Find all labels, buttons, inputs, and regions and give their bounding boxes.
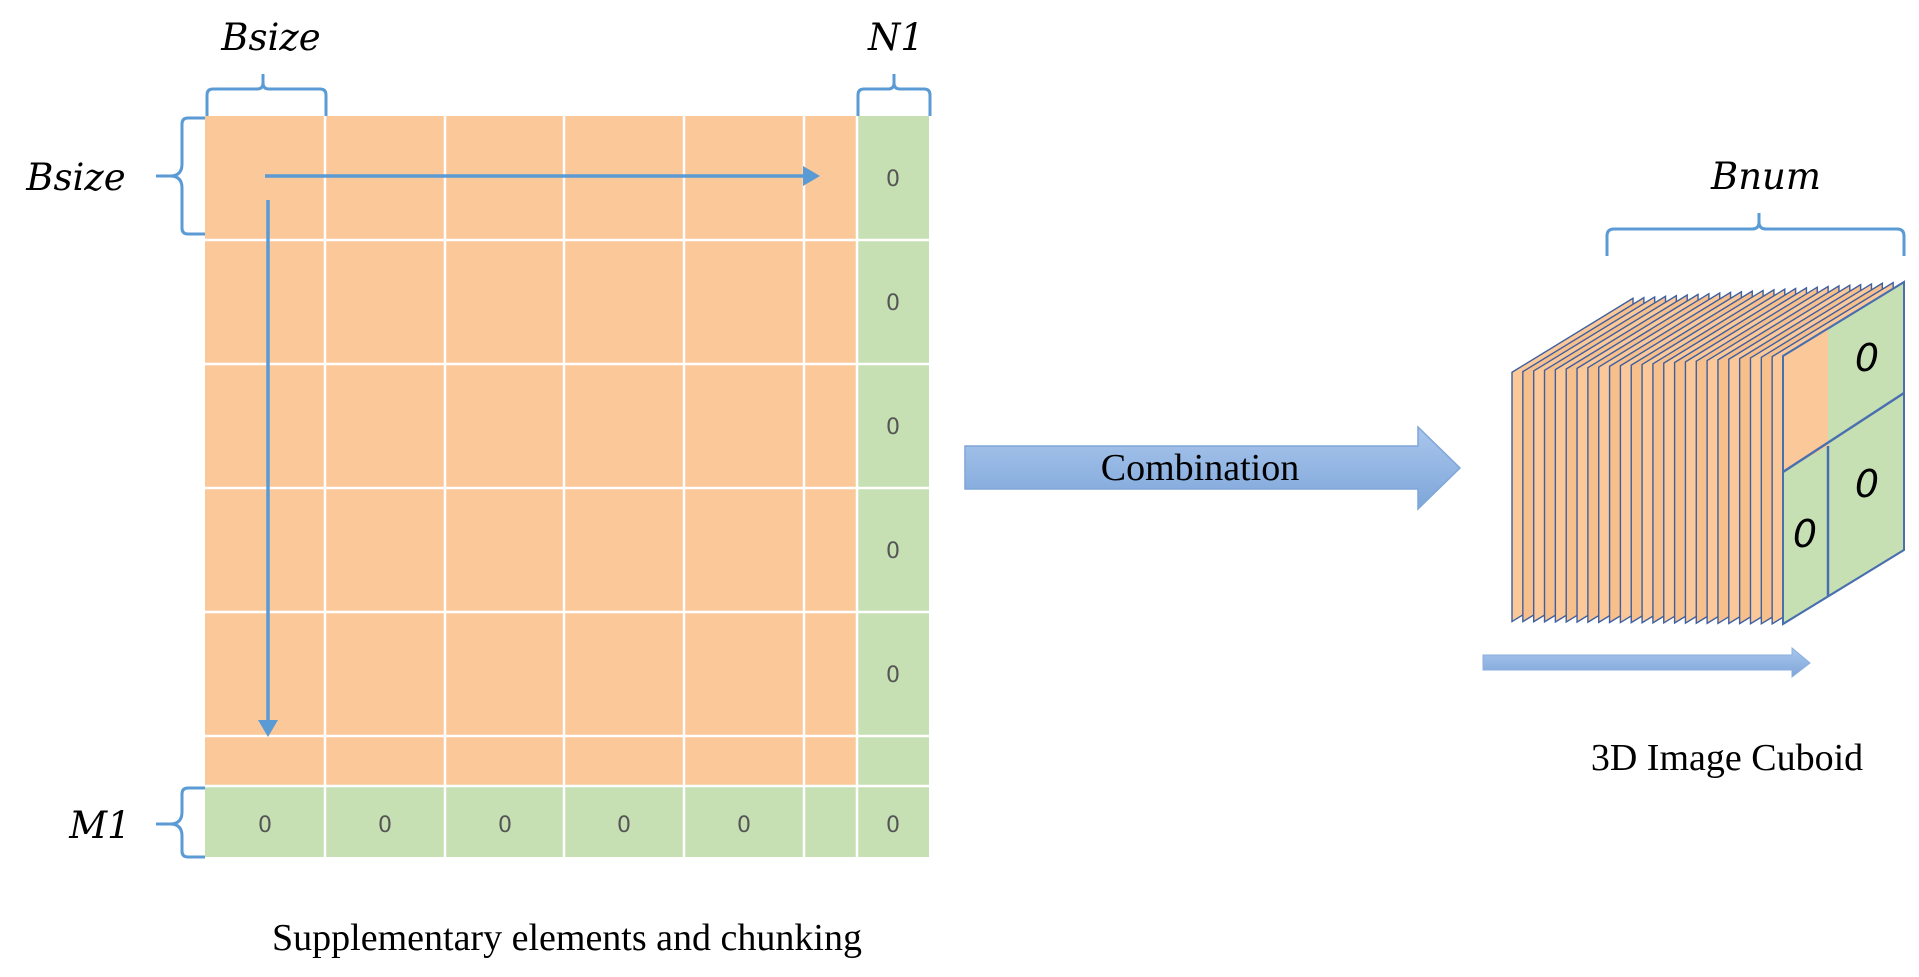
m1-brace [156, 786, 205, 859]
zero-cell: 0 [886, 167, 900, 192]
arrow-right-icon [803, 166, 820, 186]
zero-cell: 0 [498, 813, 512, 838]
zero-cell: 0 [886, 415, 900, 440]
image-cuboid: 0 0 0 3D Image Cuboid [1482, 280, 1905, 779]
chunked-matrix: 0 0 0 0 0 0 0 0 0 0 0 [25, 16, 1906, 959]
n1-label: N1 [867, 16, 924, 59]
data-region [205, 116, 857, 786]
padding-row [205, 786, 857, 857]
bsize-left-brace [156, 116, 205, 236]
combination-label: Combination [1101, 447, 1299, 489]
zero-cell: 0 [886, 539, 900, 564]
padding-column [857, 116, 929, 857]
grid-lines [205, 116, 929, 857]
zero-cell: 0 [886, 813, 900, 838]
zero-cell: 0 [886, 291, 900, 316]
zero-cell: 0 [258, 813, 272, 838]
left-caption: Supplementary elements and chunking [272, 917, 862, 959]
bsize-top-label: Bsize [220, 16, 320, 59]
bsize-left-label: Bsize [25, 156, 125, 199]
right-caption: 3D Image Cuboid [1591, 737, 1863, 779]
m1-label: M1 [68, 804, 130, 847]
arrow-down-icon [258, 720, 278, 737]
zero-cell: 0 [886, 663, 900, 688]
zero-cell: 0 [737, 813, 751, 838]
bnum-brace [1605, 213, 1906, 256]
scan-arrows [258, 166, 820, 737]
braces [156, 74, 1906, 859]
zero-cell: 0 [617, 813, 631, 838]
depth-arrow [1482, 646, 1811, 679]
n1-brace [856, 74, 932, 116]
zero-cell: 0 [378, 813, 392, 838]
bnum-label: Bnum [1710, 155, 1821, 198]
bsize-top-brace [205, 74, 328, 116]
combination-arrow: Combination [964, 425, 1462, 511]
cuboid-front-face: 0 0 0 [1782, 280, 1905, 626]
cube-zero: 0 [1855, 336, 1879, 380]
cube-zero: 0 [1855, 462, 1879, 506]
cube-zero: 0 [1793, 512, 1817, 556]
